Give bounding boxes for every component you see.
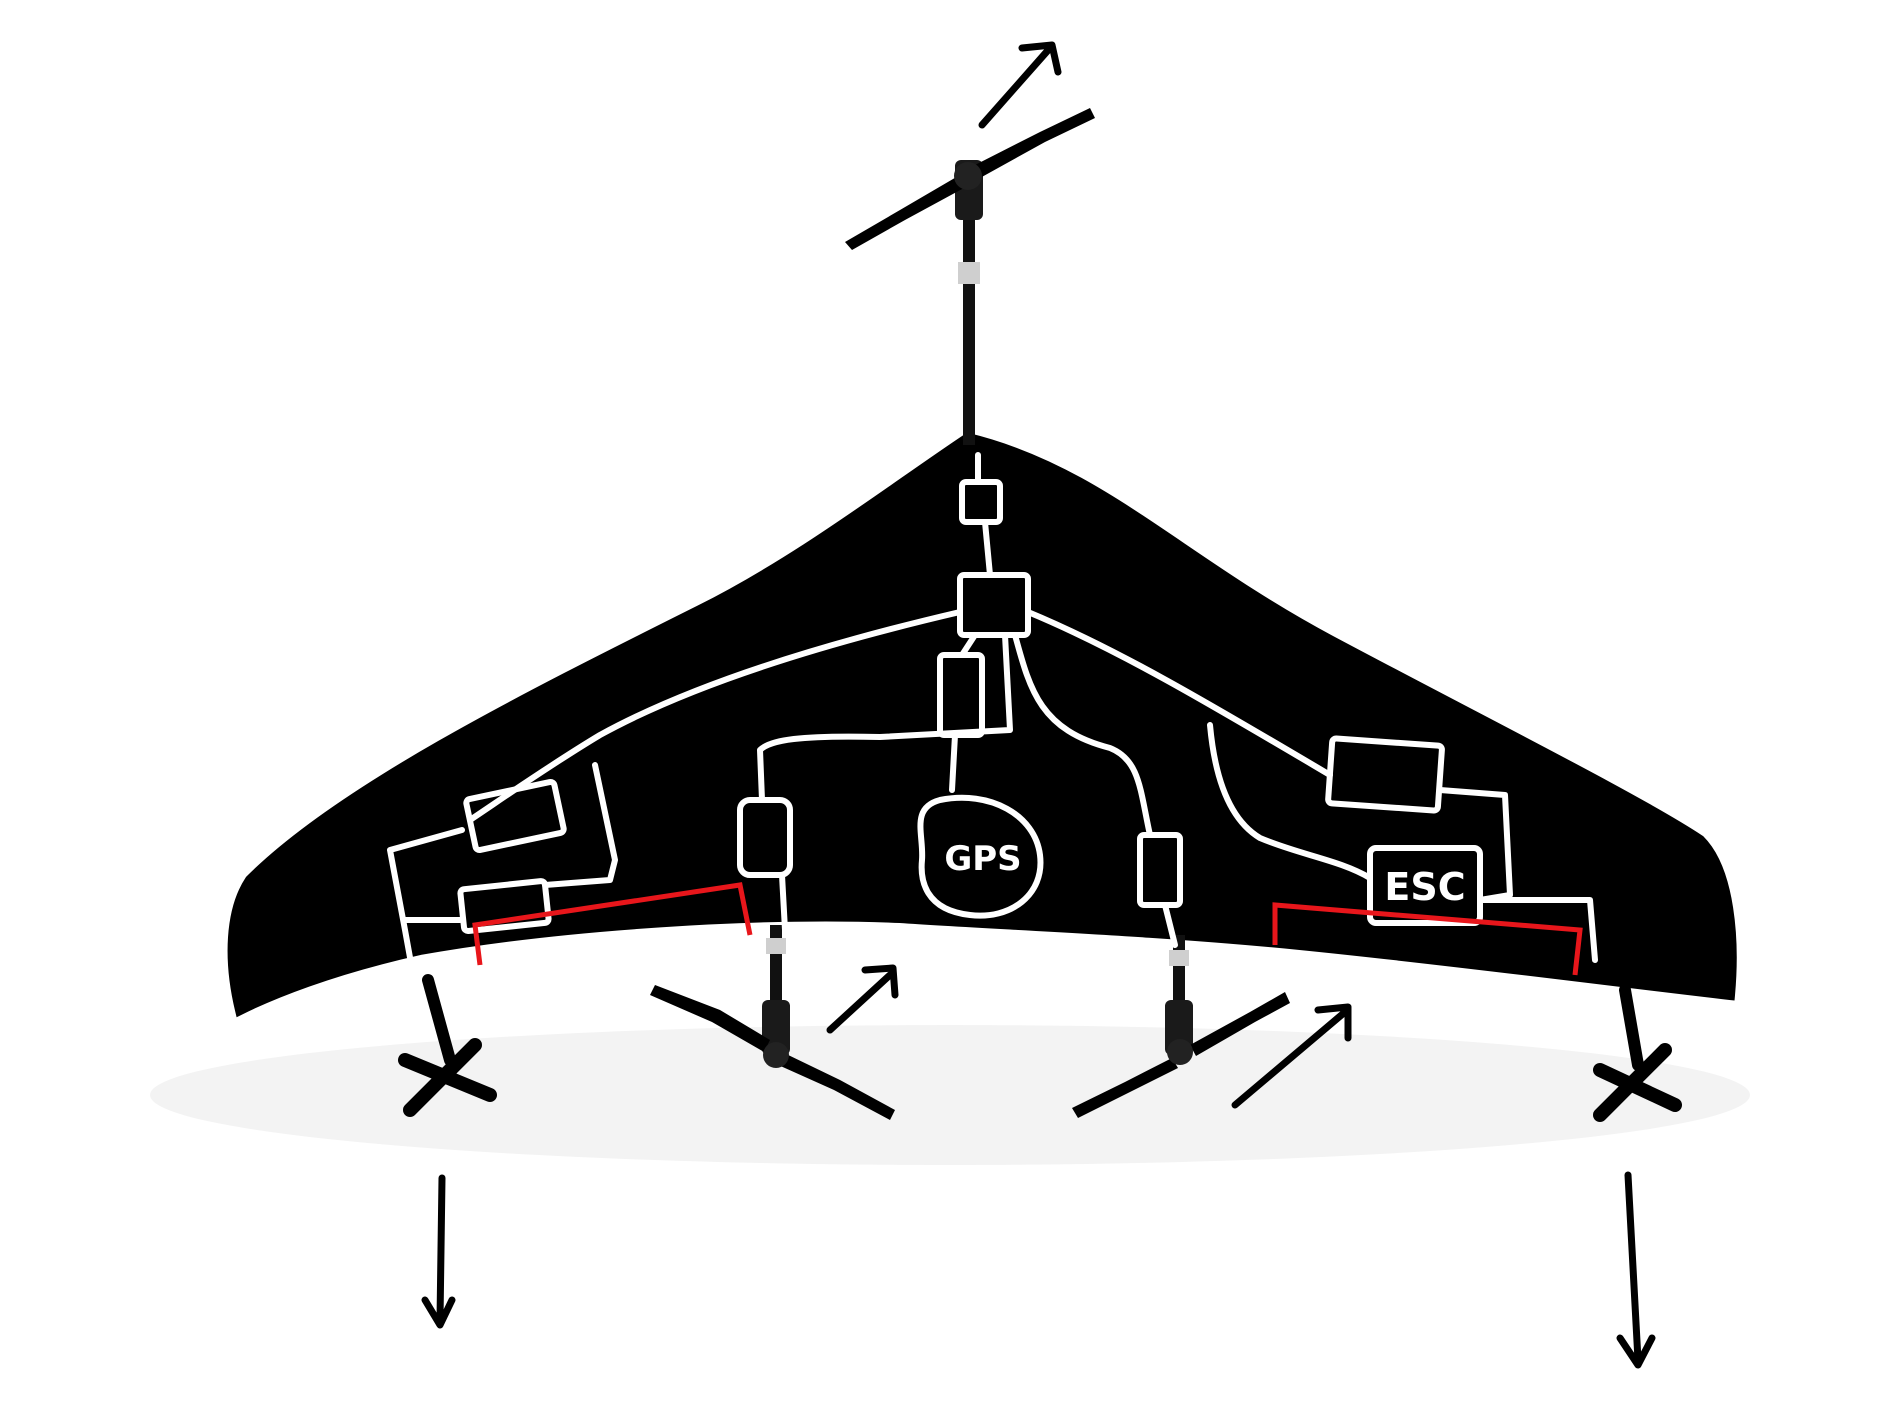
left-down-arrow: [425, 1178, 452, 1325]
top-propeller-hub: [954, 162, 982, 190]
right-propeller-hub: [1167, 1039, 1193, 1065]
gps-label: GPS: [944, 839, 1021, 879]
top-thrust-arrow: [982, 45, 1058, 125]
left-thrust-arrow: [830, 968, 895, 1030]
left-propeller-hub: [763, 1042, 789, 1068]
wire-receiver-gps: [952, 735, 955, 790]
ground-shadow: [150, 1025, 1750, 1165]
wire-left-esc-down: [782, 875, 785, 930]
esc-label: ESC: [1384, 865, 1465, 909]
top-boom-collar: [958, 262, 980, 284]
right-down-arrow: [1620, 1175, 1652, 1365]
right-horn-rod: [1625, 990, 1638, 1065]
right-boom-collar: [1169, 950, 1189, 966]
top-motor-assembly: [845, 108, 1095, 445]
left-boom-collar: [766, 938, 786, 954]
